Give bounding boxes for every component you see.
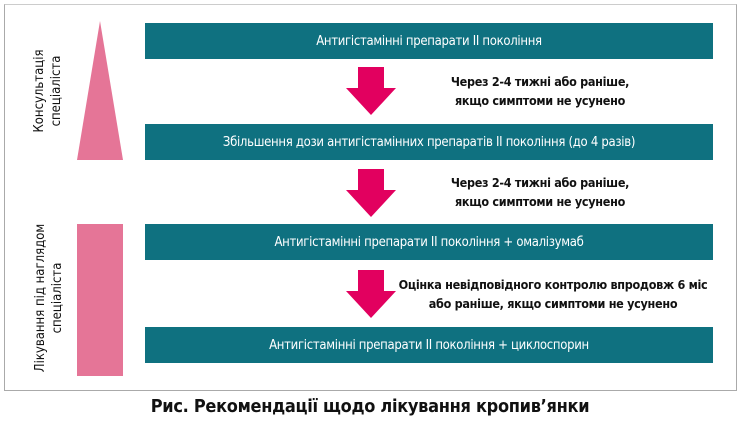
step-3: Антигістамінні препарати II покоління + … [145, 224, 713, 260]
transition-note-3: Оцінка невідповідного контролю впродовж … [398, 275, 708, 313]
step-2: Збільшення дози антигістамінних препарат… [145, 124, 713, 160]
consultation-triangle [77, 21, 123, 160]
diagram-frame [4, 4, 737, 391]
transition-note-2: Через 2-4 тижні або раніше, якщо симптом… [440, 173, 640, 211]
label-line: спеціаліста [50, 262, 65, 334]
label-line: Консультація [32, 49, 47, 133]
note-line: якщо симптоми не усунено [455, 93, 625, 108]
note-line: якщо симптоми не усунено [455, 194, 625, 209]
label-line: спеціаліста [49, 55, 64, 127]
note-line: Через 2-4 тижні або раніше, [450, 175, 630, 190]
transition-note-1: Через 2-4 тижні або раніше, якщо симптом… [440, 72, 640, 110]
label-line: Лікування під наглядом [33, 223, 48, 373]
label-treatment: Лікування під наглядом спеціаліста [32, 203, 68, 393]
label-consultation: Консультація спеціаліста [31, 31, 67, 151]
down-arrow-icon [346, 67, 396, 115]
down-arrow-icon [346, 270, 396, 318]
step-1: Антигістамінні препарати II покоління [145, 23, 713, 59]
note-line: Оцінка невідповідного контролю впродовж … [398, 277, 708, 292]
note-line: Через 2-4 тижні або раніше, [450, 74, 630, 89]
step-4: Антигістамінні препарати II покоління + … [145, 327, 713, 363]
down-arrow-icon [346, 169, 396, 217]
figure-caption: Рис. Рекомендації щодо лікування кропив’… [150, 396, 590, 417]
treatment-bar-indicator [77, 224, 123, 376]
note-line: або раніше, якщо симптоми не усунено [428, 296, 678, 311]
